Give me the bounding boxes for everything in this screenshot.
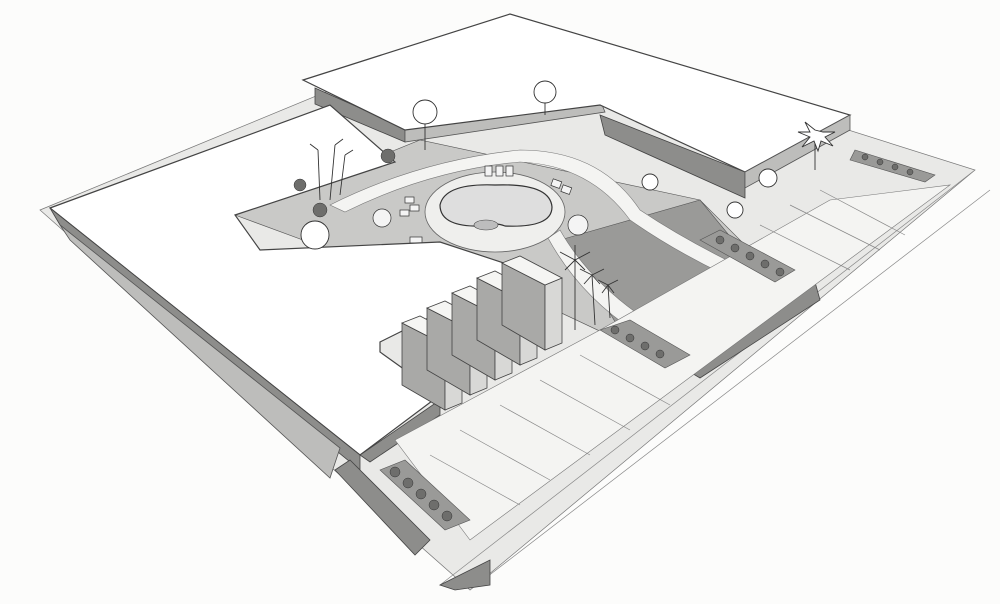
palm-tree xyxy=(579,268,605,326)
kidney-pool xyxy=(424,171,566,253)
retaining-wall xyxy=(334,459,431,556)
fin-wall xyxy=(501,255,563,351)
palm-cluster xyxy=(309,138,354,201)
tree xyxy=(300,168,778,250)
tree xyxy=(412,99,438,150)
shrubs xyxy=(293,148,914,359)
pool-spa xyxy=(473,219,499,231)
tree xyxy=(533,80,557,115)
palm-tree xyxy=(559,245,591,330)
tree xyxy=(797,121,836,170)
trees xyxy=(300,80,836,330)
north-wing xyxy=(301,13,852,199)
curb-end xyxy=(438,559,491,591)
lounge-chairs xyxy=(372,165,589,244)
west-south-wing xyxy=(48,104,527,479)
fin-walls xyxy=(401,255,563,411)
palm-tree xyxy=(597,279,619,319)
